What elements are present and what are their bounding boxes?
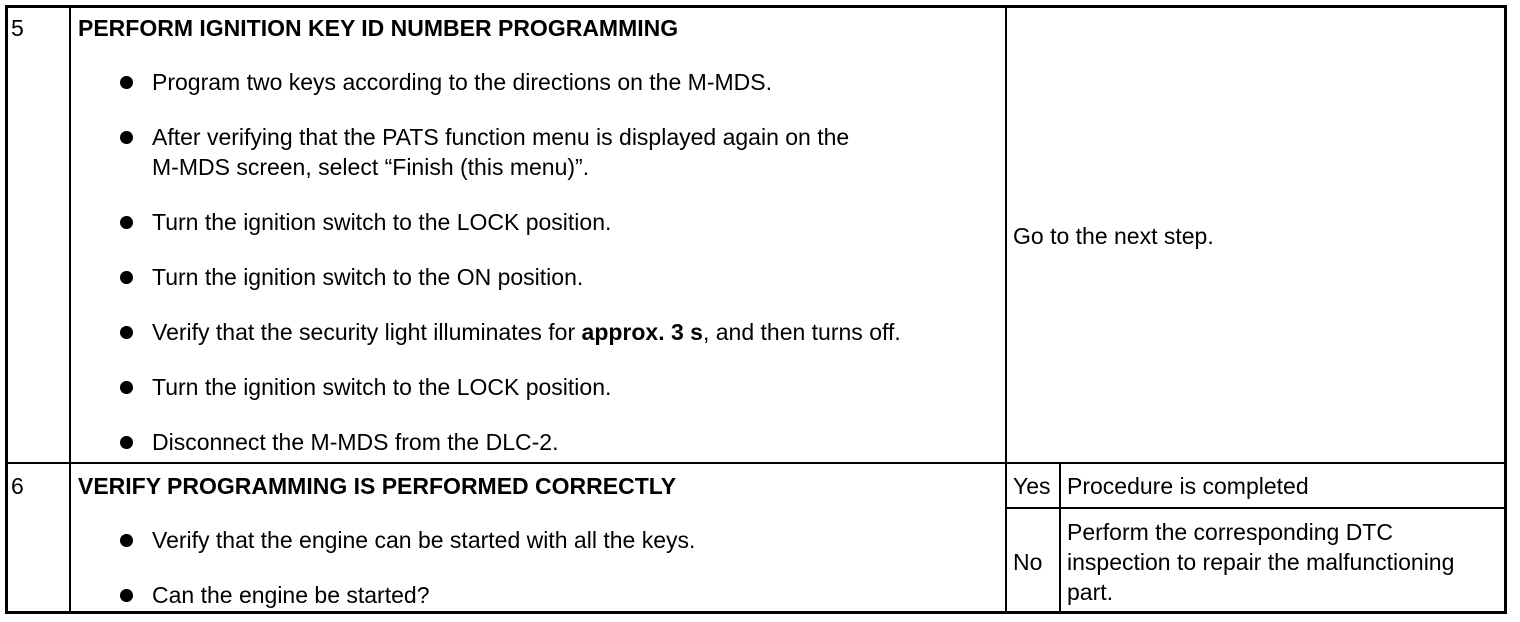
bullet-icon [120, 381, 133, 394]
bullet-icon [120, 534, 133, 547]
col-divider-action [1005, 5, 1007, 614]
result-action: Perform the corresponding DTC [1067, 519, 1393, 545]
bullet-icon [120, 216, 133, 229]
step-title: PERFORM IGNITION KEY ID NUMBER PROGRAMMI… [78, 15, 679, 41]
bullet-text-post: , and then turns off. [702, 319, 901, 345]
step-title: VERIFY PROGRAMMING IS PERFORMED CORRECTL… [78, 473, 677, 499]
bullet-icon [120, 271, 133, 284]
result-action: Procedure is completed [1067, 473, 1309, 499]
result-action-continued: inspection to repair the malfunctioning [1067, 549, 1455, 575]
bullet-icon [120, 436, 133, 449]
bullet-text-bold: approx. 3 s [581, 319, 703, 345]
bullet-icon [120, 326, 133, 339]
answer-yes: Yes [1013, 473, 1051, 499]
bullet-text: After verifying that the PATS function m… [152, 124, 850, 150]
bullet-text: Can the engine be started? [152, 582, 430, 608]
bullet-text: Disconnect the M-MDS from the DLC-2. [152, 429, 559, 455]
step-number: 6 [11, 473, 24, 499]
procedure-table [5, 5, 1507, 614]
result-divider [1005, 507, 1507, 509]
answer-no: No [1013, 549, 1043, 575]
bullet-text: Turn the ignition switch to the LOCK pos… [152, 374, 612, 400]
bullet-icon [120, 76, 133, 89]
bullet-text: Program two keys according to the direct… [152, 69, 772, 95]
bullet-text-pre: Verify that the security light illuminat… [152, 319, 582, 345]
bullet-text: Turn the ignition switch to the ON posit… [152, 264, 584, 290]
bullet-text-continued: M-MDS screen, select “Finish (this menu)… [152, 154, 590, 180]
step-number: 5 [11, 15, 24, 41]
row-divider [5, 462, 1507, 464]
col-divider-answer [1059, 462, 1061, 614]
bullet-icon [120, 131, 133, 144]
bullet-icon [120, 589, 133, 602]
action-text: Go to the next step. [1013, 223, 1214, 249]
bullet-text: Verify that the engine can be started wi… [152, 527, 696, 553]
result-action-continued: part. [1067, 579, 1114, 605]
col-divider-number [69, 5, 71, 614]
bullet-text: Turn the ignition switch to the LOCK pos… [152, 209, 612, 235]
bullet-text: Verify that the security light illuminat… [152, 318, 901, 347]
